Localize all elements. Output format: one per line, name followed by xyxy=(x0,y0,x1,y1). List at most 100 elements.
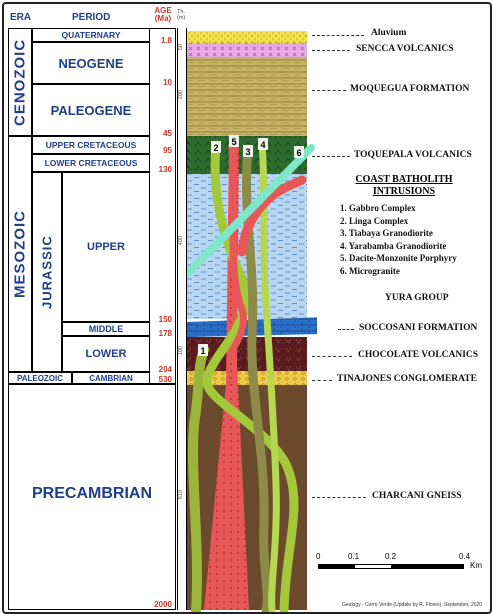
leader-line xyxy=(312,356,352,357)
period-label-upper: UPPER xyxy=(87,241,125,253)
leader-line xyxy=(312,156,350,157)
intrusion-number: 6 xyxy=(296,148,301,158)
period-cell-paleogene xyxy=(32,84,150,136)
era-label-precambrian: PRECAMBRIAN xyxy=(32,485,152,502)
intrusion-number: 5 xyxy=(231,137,236,147)
layer-tinajones-pattern xyxy=(187,371,307,385)
intrusion-marker-6: 6 xyxy=(294,146,304,158)
period-header: PERIOD xyxy=(72,12,111,23)
leader-line xyxy=(312,497,366,498)
period-label-quaternary: QUATERNARY xyxy=(61,30,121,40)
period-label-jurassic: JURASSIC xyxy=(39,235,55,309)
legend-item: 2. Linga Complex xyxy=(340,215,409,226)
period-label-upper-cretaceous: UPPER CRETACEOUS xyxy=(45,140,137,150)
era-cell-paleozoic xyxy=(8,372,72,384)
era-cell-precambrian xyxy=(8,384,176,610)
unit-label-soccosani: SOCCOSANI FORMATION xyxy=(359,323,478,333)
layer-moquegua-pattern xyxy=(187,57,307,136)
leader-line xyxy=(312,90,346,91)
age-value: 45 xyxy=(163,129,172,138)
thickness-tick: 610 xyxy=(178,490,184,500)
age-header: AGE (Ma) xyxy=(154,6,172,23)
figure-credit: Geology - Cerro Verde (Update by R. Flor… xyxy=(342,602,483,608)
age-value: 2000 xyxy=(154,600,172,609)
intrusion-microgranite xyxy=(187,144,315,276)
era-cell-cenozoic xyxy=(8,28,32,136)
legend-title: COAST BATHOLITH INTRUSIONS xyxy=(334,174,474,198)
thickness-header: Th. (m) xyxy=(177,9,186,21)
lithology-column: 1 2 3 4 5 6 xyxy=(187,31,317,612)
intrusion-marker-3: 3 xyxy=(243,145,253,157)
unit-label-aluvium: Aluvium xyxy=(371,28,407,38)
age-value: 150 xyxy=(158,315,172,324)
age-value: 1.8 xyxy=(160,36,172,45)
period-label-paleogene: PALEOGENE xyxy=(50,102,132,118)
legend-item: 4. Yarabamba Granodiorite xyxy=(340,240,447,251)
period-cell-jurassic xyxy=(32,172,62,372)
leader-line xyxy=(312,50,350,51)
thickness-tick: 50 xyxy=(178,44,184,51)
scale-tick: 0.1 xyxy=(348,552,360,561)
scale-tick: 0.4 xyxy=(459,552,471,561)
era-label-cenozoic: CENOZOIC xyxy=(11,38,29,126)
leader-line xyxy=(338,329,354,330)
scale-bar-track xyxy=(318,564,464,569)
scale-unit: Km xyxy=(470,561,482,570)
scale-bar-segment xyxy=(319,565,355,568)
intrusion-number: 2 xyxy=(213,143,218,153)
unit-label-yura: YURA GROUP xyxy=(385,293,449,303)
period-cell-middle xyxy=(62,322,150,336)
leader-line xyxy=(312,380,332,381)
scale-bar-segment xyxy=(391,565,463,568)
intrusion-marker-1: 1 xyxy=(198,344,208,356)
unit-label-tinajones: TINAJONES CONGLOMERATE xyxy=(337,374,477,384)
period-label-middle: MIDDLE xyxy=(88,324,124,334)
period-cell-upper-cretaceous xyxy=(32,136,150,154)
unit-label-moquegua: MOQUEGUA FORMATION xyxy=(350,84,470,94)
era-label-paleozoic: PALEOZOIC xyxy=(16,373,64,383)
age-value: 204 xyxy=(158,365,172,374)
intrusion-porphyry-branch xyxy=(237,175,307,257)
period-label-cambrian: CAMBRIAN xyxy=(89,373,133,383)
period-label-lower: LOWER xyxy=(85,348,127,360)
period-cell-quaternary xyxy=(32,28,150,42)
legend-item: 5. Dacite-Monzonite Porphyry xyxy=(340,253,457,263)
legend-item: 1. Gabbro Complex xyxy=(340,203,416,213)
period-label-neogene: NEOGENE xyxy=(58,55,124,71)
age-value: 130 xyxy=(158,165,172,174)
thickness-tick: 400 xyxy=(178,236,184,246)
period-cell-neogene xyxy=(32,42,150,84)
intrusion-yarabamba xyxy=(258,140,280,612)
thickness-tick: 100 xyxy=(178,346,184,356)
intrusion-marker-4: 4 xyxy=(258,138,268,150)
layer-sencca-pattern xyxy=(187,43,307,57)
thickness-tick: 200 xyxy=(178,90,184,100)
period-cell-upper xyxy=(62,172,150,322)
intrusion-number: 1 xyxy=(200,346,205,356)
intrusion-number: 4 xyxy=(260,140,265,150)
unit-label-chocolate: CHOCOLATE VOLCANICS xyxy=(358,350,479,360)
scale-bar: 0 0.1 0.2 0.4 Km xyxy=(316,552,482,582)
age-value: 530 xyxy=(158,375,172,384)
legend-title-line1: COAST BATHOLITH xyxy=(355,174,453,185)
legend-item: 6. Microgranite xyxy=(340,265,400,276)
age-value: 178 xyxy=(158,329,172,338)
scale-tick: 0 xyxy=(316,552,321,561)
age-value: 95 xyxy=(163,146,172,155)
legend-list: 1. Gabbro Complex 2. Linga Complex 3. Ti… xyxy=(340,202,457,277)
intrusion-marker-5: 5 xyxy=(229,135,239,147)
legend-title-line2: INTRUSIONS xyxy=(372,186,436,197)
intrusion-marker-2: 2 xyxy=(211,141,221,153)
age-value: 10 xyxy=(163,78,172,87)
period-cell-lower-cretaceous xyxy=(32,154,150,172)
legend-item: 3. Tiabaya Granodiorite xyxy=(340,228,433,238)
period-cell-lower xyxy=(62,336,150,372)
era-header: ERA xyxy=(10,12,32,23)
layer-aluvium-pattern xyxy=(187,31,307,43)
leader-line xyxy=(312,35,364,36)
era-label-mesozoic: MESOZOIC xyxy=(11,210,29,299)
period-label-lower-cretaceous: LOWER CRETACEOUS xyxy=(44,158,138,168)
age-column: 1.8 10 45 95 130 150 178 204 530 xyxy=(150,28,176,384)
intrusion-number: 3 xyxy=(245,147,250,157)
